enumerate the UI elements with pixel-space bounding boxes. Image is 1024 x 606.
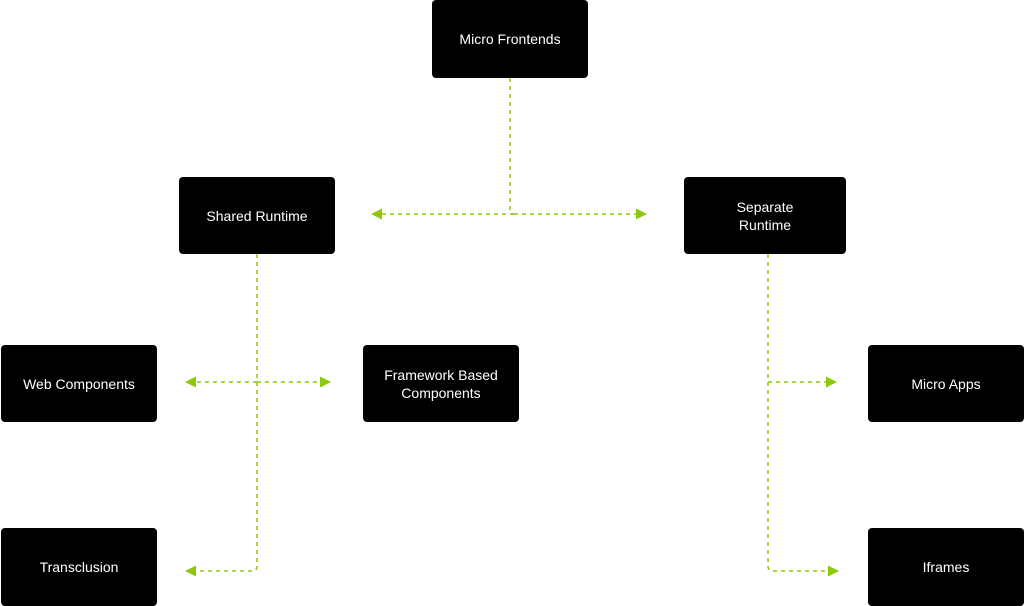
connector-shared-trunk <box>251 254 258 572</box>
node-label-line: Transclusion <box>39 559 119 575</box>
node-label-line: Framework Based <box>384 366 498 383</box>
node-separate-runtime: Separate Runtime <box>684 177 846 254</box>
node-label-line: Separate <box>736 198 794 215</box>
connector-root-trunk <box>509 78 515 215</box>
node-iframes: Iframes <box>868 528 1024 606</box>
arrowhead-to-transclusion <box>185 565 196 577</box>
node-label-line: Web Components <box>23 375 135 392</box>
node-label-line: Shared Runtime <box>206 207 308 224</box>
arrowhead-to-microapps <box>826 376 837 388</box>
node-label-line: Components <box>401 384 481 401</box>
connector-separate-trunk <box>767 254 774 572</box>
arrowhead-to-shared <box>371 208 382 220</box>
arrowhead-to-separate <box>636 208 647 220</box>
arrowhead-to-iframes <box>828 565 839 577</box>
node-framework-based-components: Framework Based Components <box>363 345 519 422</box>
node-web-components: Web Components <box>1 345 157 422</box>
node-label-line: Micro Frontends <box>459 31 561 47</box>
node-label-line: Micro Apps <box>911 375 981 392</box>
arrowhead-to-framework <box>320 376 331 388</box>
arrowhead-to-web <box>185 376 196 388</box>
node-micro-apps: Micro Apps <box>868 345 1024 422</box>
node-shared-runtime: Shared Runtime <box>179 177 335 254</box>
node-label-line: Iframes <box>922 559 970 575</box>
node-micro-frontends: Micro Frontends <box>432 0 588 78</box>
node-transclusion: Transclusion <box>1 528 157 606</box>
node-label-line: Runtime <box>738 216 792 233</box>
